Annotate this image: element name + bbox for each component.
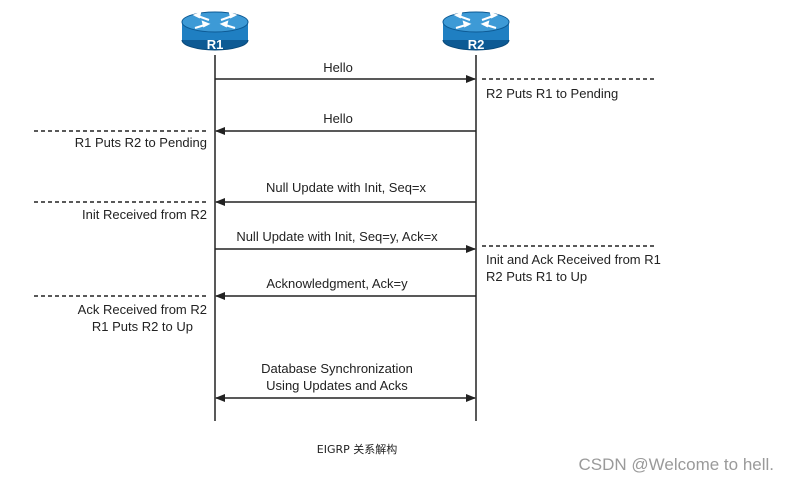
note-r1-pending: R1 Puts R2 to Pending: [75, 135, 207, 150]
router-r2-label: R2: [468, 37, 485, 52]
note-r2-pending: R2 Puts R1 to Pending: [486, 86, 618, 101]
msg-null-update-init-label: Null Update with Init, Seq=x: [266, 180, 427, 195]
msg-db-sync-label-line1: Database Synchronization: [261, 361, 413, 376]
note-ack-received-line2: R1 Puts R2 to Up: [92, 319, 193, 334]
note-init-ack-received-line2: R2 Puts R1 to Up: [486, 269, 587, 284]
note-init-received: Init Received from R2: [82, 207, 207, 222]
msg-acknowledgment-label: Acknowledgment, Ack=y: [266, 276, 408, 291]
router-r1-label: R1: [207, 37, 224, 52]
router-r2-icon: R2: [442, 11, 510, 52]
msg-db-sync-label-line2: Using Updates and Acks: [266, 378, 408, 393]
figure-caption: EIGRP 关系解构: [317, 442, 398, 456]
watermark: CSDN @Welcome to hell.: [579, 455, 775, 474]
msg-hello-1-label: Hello: [323, 60, 353, 75]
note-init-ack-received-line1: Init and Ack Received from R1: [486, 252, 661, 267]
msg-hello-2-label: Hello: [323, 111, 353, 126]
msg-null-update-init-ack-label: Null Update with Init, Seq=y, Ack=x: [236, 229, 438, 244]
router-r1-icon: R1: [181, 11, 249, 52]
note-ack-received-line1: Ack Received from R2: [78, 302, 207, 317]
